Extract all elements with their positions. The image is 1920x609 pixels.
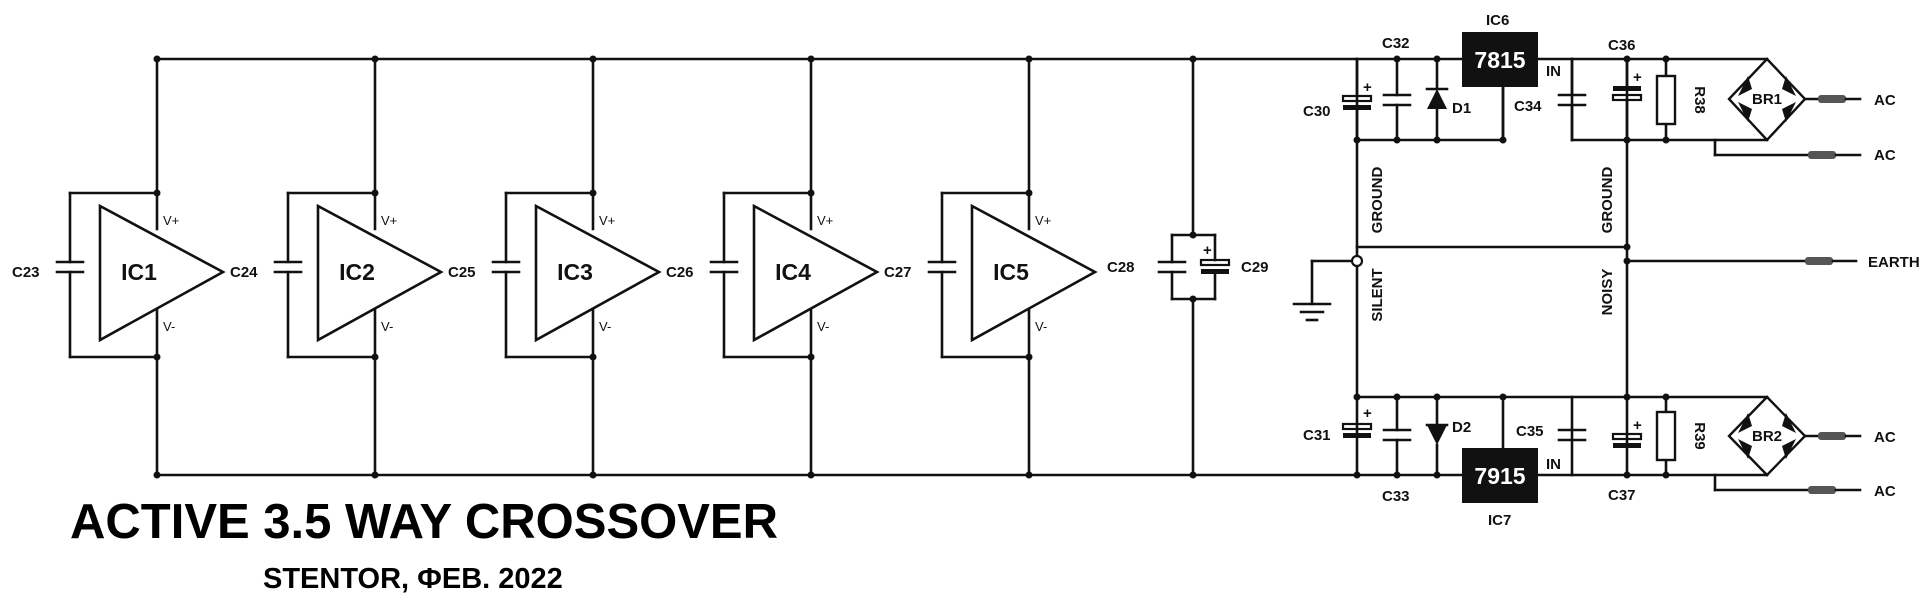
ac-terminals-bottom — [1808, 432, 1862, 494]
vminus-pin-label: V- — [163, 319, 175, 334]
opamp-stage: IC4 C26 V+ V- — [666, 55, 880, 479]
opamp-label: IC2 — [339, 259, 375, 285]
ground-symbol — [1292, 259, 1332, 322]
c37-label: C37 — [1608, 487, 1636, 504]
c35-label: C35 — [1516, 423, 1544, 440]
ground-bus: EARTH GROUND SILENT GROUND NOISY — [1292, 138, 1920, 399]
ac-label-4: AC — [1874, 483, 1896, 500]
diode-d1 — [1425, 57, 1449, 142]
diode-d2 — [1425, 395, 1449, 477]
vminus-pin-label: V- — [381, 319, 393, 334]
capacitor-c29: + — [1199, 233, 1231, 301]
positive-supply: + 7815 — [1303, 12, 1896, 164]
vplus-pin-label: V+ — [381, 213, 397, 228]
bridge-rectifier-br1 — [1713, 57, 1822, 157]
capacitor-label: C25 — [448, 264, 476, 281]
ic6-part-label: 7815 — [1474, 47, 1525, 73]
earth-label: EARTH — [1868, 254, 1920, 271]
d1-label: D1 — [1452, 100, 1471, 117]
c29-label: C29 — [1241, 259, 1269, 276]
svg-text:+: + — [1203, 242, 1212, 259]
capacitor-label: C23 — [12, 264, 40, 281]
opamp-label: IC4 — [775, 259, 811, 285]
opamp-label: IC3 — [557, 259, 593, 285]
capacitor-label: C27 — [884, 264, 912, 281]
capacitor-c36: + — [1611, 57, 1643, 142]
opamp-stage: IC1 C23 V+ V- — [12, 55, 226, 479]
regulator-ic6: 7815 — [1462, 32, 1538, 142]
ic6-in-label: IN — [1546, 63, 1561, 80]
opamp-label: IC5 — [993, 259, 1029, 285]
ac-label-1: AC — [1874, 92, 1896, 109]
capacitor-c35 — [1557, 428, 1587, 442]
capacitor-label: C24 — [230, 264, 258, 281]
ac-label-3: AC — [1874, 429, 1896, 446]
bulk-capacitors: + C28 C29 — [1107, 55, 1269, 479]
br2-label: BR2 — [1752, 428, 1782, 445]
svg-text:+: + — [1363, 79, 1372, 96]
capacitor-c31: + — [1341, 405, 1373, 438]
svg-text:+: + — [1363, 405, 1372, 422]
c31-label: C31 — [1303, 427, 1331, 444]
opamp-stage: IC5 C27 V+ V- — [884, 55, 1098, 479]
opamp-label: IC1 — [121, 259, 157, 285]
vplus-pin-label: V+ — [163, 213, 179, 228]
ground-label-right: GROUND — [1599, 167, 1616, 234]
resistor-r39 — [1655, 395, 1677, 477]
opamp-stage: IC2 C24 V+ V- — [230, 55, 444, 479]
supply-rails — [155, 57, 1359, 477]
c36-label: C36 — [1608, 37, 1636, 54]
capacitor-c32 — [1382, 57, 1412, 142]
vplus-pin-label: V+ — [1035, 213, 1051, 228]
vminus-pin-label: V- — [599, 319, 611, 334]
vminus-pin-label: V- — [817, 319, 829, 334]
svg-text:+: + — [1633, 69, 1642, 86]
ac-terminals-top — [1808, 95, 1862, 159]
r39-label: R39 — [1691, 422, 1708, 450]
silent-label: SILENT — [1369, 268, 1386, 321]
ic7-label: IC7 — [1488, 512, 1511, 529]
vplus-pin-label: V+ — [817, 213, 833, 228]
diagram-title: ACTIVE 3.5 WAY CROSSOVER — [70, 495, 778, 549]
capacitor-c37: + — [1611, 417, 1643, 448]
d2-label: D2 — [1452, 419, 1471, 436]
c33-label: C33 — [1382, 488, 1410, 505]
r38-label: R38 — [1691, 86, 1708, 114]
ic7-in-label: IN — [1546, 456, 1561, 473]
regulator-ic7: 7915 — [1462, 448, 1538, 503]
ac-label-2: AC — [1874, 147, 1896, 164]
ic7-part-label: 7915 — [1474, 463, 1525, 489]
negative-supply: + 7915 + — [1303, 393, 1896, 529]
opamp-stages: IC1 C23 V+ V- IC2 C24 V+ V- IC3 C25 V+ V- IC4 C26 V+ V-… — [12, 55, 1098, 479]
resistor-r38 — [1655, 57, 1677, 142]
capacitor-c33 — [1382, 395, 1412, 477]
capacitor-c34 — [1557, 57, 1587, 142]
ic6-label: IC6 — [1486, 12, 1509, 29]
capacitor-label: C26 — [666, 264, 694, 281]
diagram-subtitle: STENTOR, ФЕВ. 2022 — [263, 563, 563, 595]
vminus-pin-label: V- — [1035, 319, 1047, 334]
opamp-stage: IC3 C25 V+ V- — [448, 55, 662, 479]
ground-label-left: GROUND — [1369, 167, 1386, 234]
capacitor-c30: + — [1341, 57, 1373, 142]
c34-label: C34 — [1514, 98, 1542, 115]
noisy-label: NOISY — [1599, 269, 1616, 316]
svg-text:+: + — [1633, 417, 1642, 434]
br1-label: BR1 — [1752, 91, 1782, 108]
bridge-rectifier-br2 — [1713, 395, 1822, 492]
capacitor-c28 — [1157, 233, 1187, 301]
c32-label: C32 — [1382, 35, 1410, 52]
c28-label: C28 — [1107, 259, 1135, 276]
c30-label: C30 — [1303, 103, 1331, 120]
vplus-pin-label: V+ — [599, 213, 615, 228]
